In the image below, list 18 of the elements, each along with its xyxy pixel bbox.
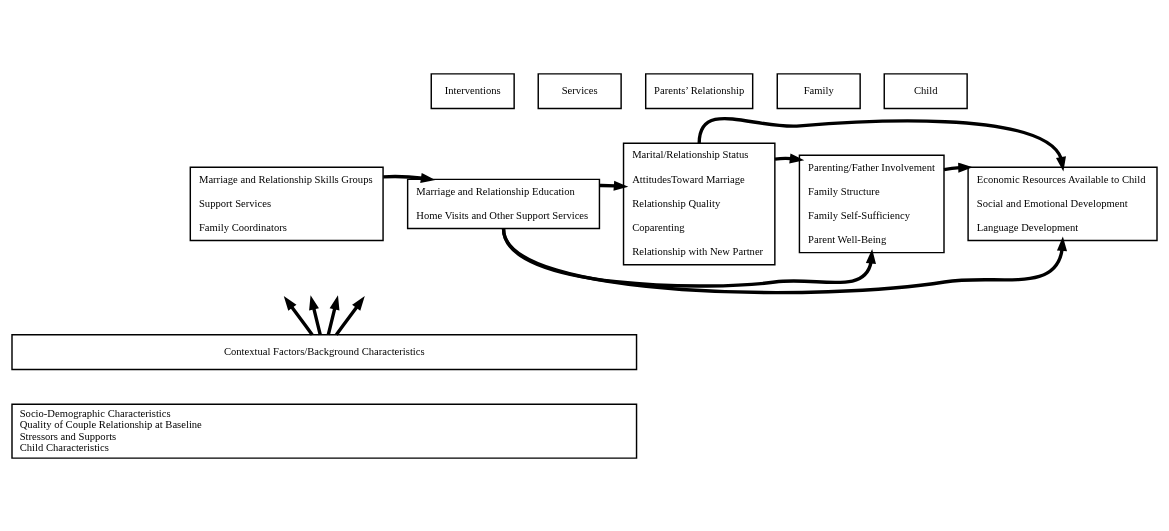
node-box: Parents’ Relationship [644,72,754,109]
node-box: Marriage and Relationship Skills Groups Support Services Family Coordinators [189,166,384,241]
node-box: Child [883,72,968,109]
arrow [309,294,322,335]
arrow [501,227,1068,294]
node-box: Economic Resources Available to Child Social and Emotional Development Language Development [967,166,1158,241]
node-box: Services [537,72,622,109]
node-box: Contextual Factors/Background Characteristics [11,333,638,370]
arrow [383,172,436,183]
node-box: Family [776,72,861,109]
node-box: Socio-Demographic Characteristics Quality of Couple Relationship at Baseline Stressors and Supports Child Characteristics [11,402,638,459]
node-box: Marital/Relationship Status AttitudesToward Marriage Relationship Quality Coparenting Relationship with New Partner [622,142,776,265]
node-box: Parenting/Father Involvement Family Structure Family Self-Sufficiency Parent Well-Being [798,154,945,253]
arrow [326,294,340,335]
node-box: Marriage and Relationship Education Home Visits and Other Support Services [406,178,601,229]
arrow [335,295,365,336]
arrow [283,295,314,336]
node-box: Interventions [430,72,515,109]
